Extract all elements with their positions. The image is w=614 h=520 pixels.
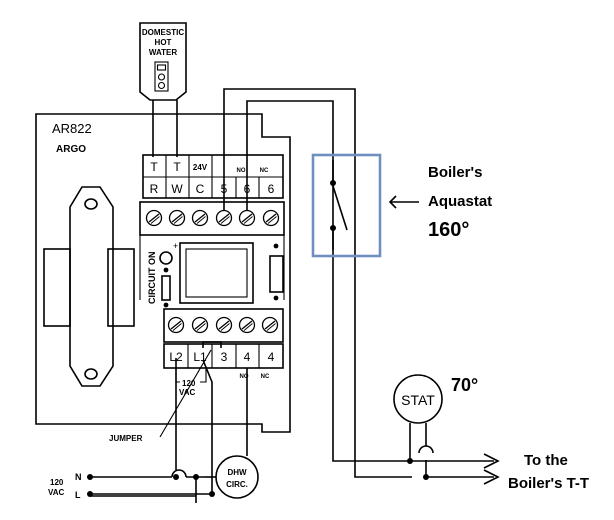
aquastat-temp: 160° [428,219,469,241]
term-top-3: 24V [193,163,208,172]
lower-screw-strip [163,308,284,343]
term-r: R [150,182,159,196]
relay-board: CIRCUIT ON + [139,235,285,308]
resistor-dot-left [163,302,169,308]
upper-terminal-block: T T 24V NO NC R W C 5 6 6 [142,154,284,199]
jumper-link [202,341,222,348]
term-c: C [196,182,205,196]
stat-temp: 70° [451,375,478,395]
term-top-1: T [150,160,158,174]
jumper-leader [159,349,212,438]
dhw-label-1: DOMESTIC [142,28,184,37]
term-3: 3 [221,350,228,364]
aquastat-switch [330,160,348,250]
aquastat-label-1: Boiler's [428,164,482,181]
stat-label: STAT [401,392,435,408]
to-boiler-tt-upper [410,453,500,469]
led-dot [163,267,169,273]
lower-no-label: NO [240,374,249,380]
led-plus-mark: + [173,241,178,251]
stat-hop [418,445,434,454]
lower-nc-label: NC [261,374,270,380]
room-thermostat: STAT [393,374,443,424]
wire-term5 [223,88,412,478]
module-model: AR822 [52,121,92,136]
dhw-circ-line1: DHW [227,468,247,477]
line-wire [90,359,213,495]
module-housing [35,113,291,433]
mains-volt: 120 [50,478,64,487]
dhw-circulator: DHW CIRC. [215,455,259,499]
term-6-nc: 6 [268,182,275,196]
transformer [43,186,135,387]
resistor-dot-right-bottom [273,295,279,301]
line-junction [209,491,215,497]
aquastat-arrow [388,195,419,209]
dhw-aquastat: DOMESTIC HOT WATER [139,22,187,101]
circuit-on-label: CIRCUIT ON [147,252,157,305]
term-4-nc: 4 [268,350,275,364]
aquastat-label-2: Aquastat [428,193,492,210]
dhw-label-3: WATER [149,48,178,57]
jumper-label: JUMPER [109,434,143,443]
term-4-no: 4 [244,350,251,364]
term-w: W [171,182,183,196]
term-l2: L2 [169,350,183,364]
mains-n: N [75,472,82,482]
mains-l: L [75,490,81,500]
resistor-dot-right-top [273,243,279,249]
to-boiler-line1: To the [524,452,568,469]
upper-no-label: NO [237,168,246,174]
lower-terminal-block: L2 L1 3 4 4 NO NC [163,343,284,380]
supply-volt: 120 [182,379,196,388]
boiler-aquastat-box [311,153,382,258]
supply-vac: VAC [179,388,196,397]
supply-bracket-right [200,368,207,383]
term-l1: L1 [193,350,207,364]
neutral-hop [171,469,187,478]
wire-term6 [246,100,410,462]
upper-nc-label: NC [260,168,269,174]
neutral-junction [173,474,179,480]
to-boiler-tt-lower [426,469,500,485]
mains-vac: VAC [48,488,65,497]
upper-screw-strip [139,201,285,236]
module-brand: ARGO [56,144,86,155]
line-wire-left [90,477,197,503]
dhw-label-2: HOT [155,38,172,47]
dhw-circ-line2: CIRC. [226,480,248,489]
to-boiler-line2: Boiler's T-T [508,475,589,492]
term-top-2: T [173,160,181,174]
